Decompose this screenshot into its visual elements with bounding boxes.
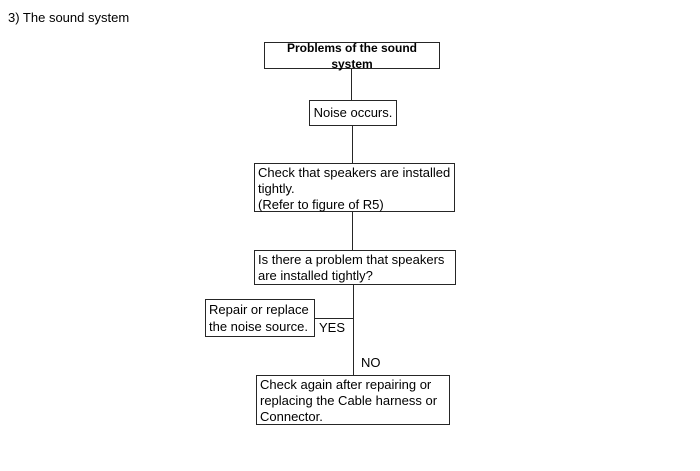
page-title: 3) The sound system <box>8 10 130 25</box>
branch-label-yes: YES <box>319 320 346 335</box>
flowchart-node-noise-occurs: Noise occurs. <box>309 100 397 126</box>
connector-start-to-noise <box>351 69 352 100</box>
connector-yes-branch <box>315 318 353 319</box>
branch-label-no: NO <box>361 355 381 370</box>
flowchart-node-repair: Repair or replace the noise source. <box>205 299 315 337</box>
flowchart-node-check-speakers: Check that speakers are installed tightl… <box>254 163 455 212</box>
flowchart-node-final-check: Check again after repairing or replacing… <box>256 375 450 425</box>
connector-question-to-final <box>353 285 354 375</box>
flowchart-node-start: Problems of the sound system <box>264 41 440 71</box>
connector-noise-to-check <box>352 126 353 163</box>
flowchart-node-question: Is there a problem that speakers are ins… <box>254 250 456 285</box>
connector-check-to-question <box>352 212 353 250</box>
